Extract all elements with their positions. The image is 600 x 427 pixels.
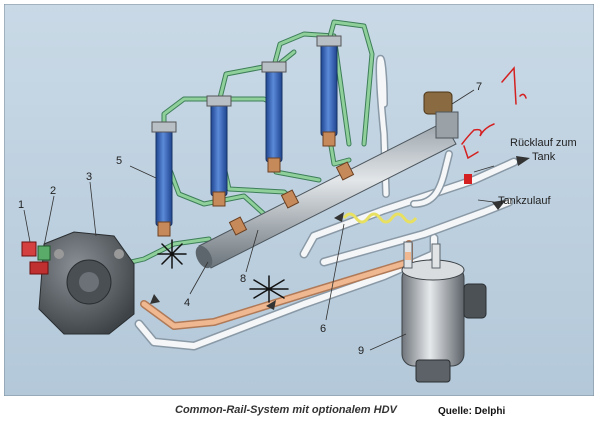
part-label-9: 9 <box>358 345 364 357</box>
part-label-3: 3 <box>86 171 92 183</box>
label-tankzulauf: Tankzulauf <box>498 195 552 207</box>
label-ruecklauf-line1: Rücklauf zum <box>510 137 577 149</box>
part-label-7: 7 <box>476 81 482 93</box>
return-spiral <box>342 212 418 224</box>
injector-2 <box>206 95 232 207</box>
label-ruecklauf-line2: Tank <box>532 151 556 163</box>
common-rail-diagram: 1 2 3 4 5 6 7 8 9 Rücklauf zum Tank Tank… <box>4 4 594 396</box>
part-label-5: 5 <box>116 155 122 167</box>
high-pressure-pump <box>21 231 135 335</box>
injector-3 <box>261 61 287 173</box>
red-arrow-squiggle <box>461 123 495 160</box>
part-label-1: 1 <box>18 199 24 211</box>
leader-lines <box>23 89 495 351</box>
asterisk-near-rail <box>249 275 289 303</box>
part-label-6: 6 <box>320 323 326 335</box>
asterisk-near-pump <box>157 239 187 269</box>
return-pipes <box>134 55 519 351</box>
common-rail <box>195 91 459 269</box>
part-label-2: 2 <box>50 185 56 197</box>
injector-1 <box>151 121 177 237</box>
diagram-caption: Common-Rail-System mit optionalem HDV <box>175 404 397 416</box>
part-label-8: 8 <box>240 273 246 285</box>
red-annotations <box>461 66 527 184</box>
red-marker <box>464 174 472 184</box>
fuel-filter <box>401 241 487 383</box>
tank-supply-arrow <box>492 200 506 210</box>
return-to-tank-arrow <box>516 156 530 166</box>
red-scribble-one <box>501 66 527 105</box>
black-asterisks <box>157 239 289 303</box>
injector-4 <box>316 35 342 147</box>
flow-arrows <box>150 156 530 310</box>
source-credit: Quelle: Delphi <box>438 406 506 417</box>
part-label-4: 4 <box>184 297 190 309</box>
